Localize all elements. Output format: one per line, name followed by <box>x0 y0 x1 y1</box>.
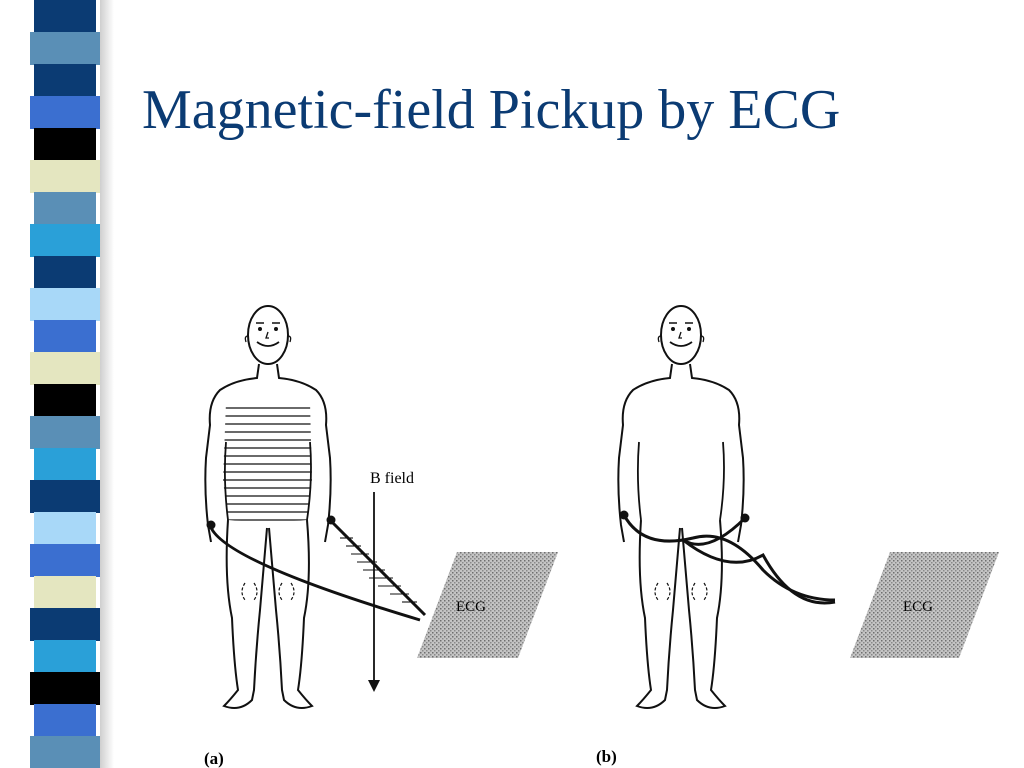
right-wrist-electrode <box>206 520 216 530</box>
b-field-label: B field <box>370 470 414 487</box>
stripe-segment <box>30 480 100 513</box>
panel-a: B field ECG (a) <box>204 305 558 768</box>
stripe-segment <box>34 576 96 609</box>
stripe-segment <box>34 448 96 481</box>
decorative-stripe-bar <box>30 0 110 768</box>
ecg-pickup-figure: B field ECG (a) ECG (b) <box>204 305 999 768</box>
ecg-device-a <box>417 552 558 658</box>
stripe-segment <box>34 0 96 33</box>
stripe-segment <box>30 96 100 129</box>
lead-wire-right <box>208 524 421 622</box>
stripe-segment <box>30 224 100 257</box>
stripe-segment <box>30 544 100 577</box>
stripe-segment <box>30 32 100 65</box>
stripe-segment <box>34 512 96 545</box>
ecg-label-b: ECG <box>903 599 933 615</box>
stripe-segment <box>34 384 96 417</box>
ecg-device-b <box>850 552 999 658</box>
stripe-segment <box>34 640 96 673</box>
stripe-segment <box>34 128 96 161</box>
human-figure-a <box>204 305 332 709</box>
twisted-lead-wire-2 <box>682 516 836 605</box>
torso-flux-hatching <box>223 407 312 521</box>
b-field-arrowhead <box>368 680 380 692</box>
stripe-segment <box>34 64 96 97</box>
stripe-segment <box>34 192 96 225</box>
panel-a-label: (a) <box>204 749 224 768</box>
stripe-segment <box>30 288 100 321</box>
stripe-segment <box>30 160 100 193</box>
loop-flux-hatching <box>340 537 417 603</box>
stripe-segment <box>34 320 96 353</box>
slide-title: Magnetic-field Pickup by ECG <box>142 79 841 141</box>
stripe-shadow <box>100 0 114 768</box>
stripe-segment <box>34 704 96 737</box>
human-figure-b <box>617 305 745 709</box>
stripe-segment <box>30 352 100 385</box>
left-wrist-electrode-b <box>740 513 750 523</box>
lead-wire-left <box>328 518 427 617</box>
ecg-label-a: ECG <box>456 599 486 615</box>
stripe-segment <box>30 736 100 768</box>
stripe-segment <box>30 608 100 641</box>
stripe-segment <box>30 672 100 705</box>
panel-b-label: (b) <box>596 747 617 766</box>
panel-b: ECG (b) <box>596 305 999 766</box>
stripe-segment <box>30 416 100 449</box>
twisted-lead-wire-1 <box>622 514 836 602</box>
right-wrist-electrode-b <box>619 510 629 520</box>
left-wrist-electrode <box>326 515 336 525</box>
stripe-segment <box>34 256 96 289</box>
